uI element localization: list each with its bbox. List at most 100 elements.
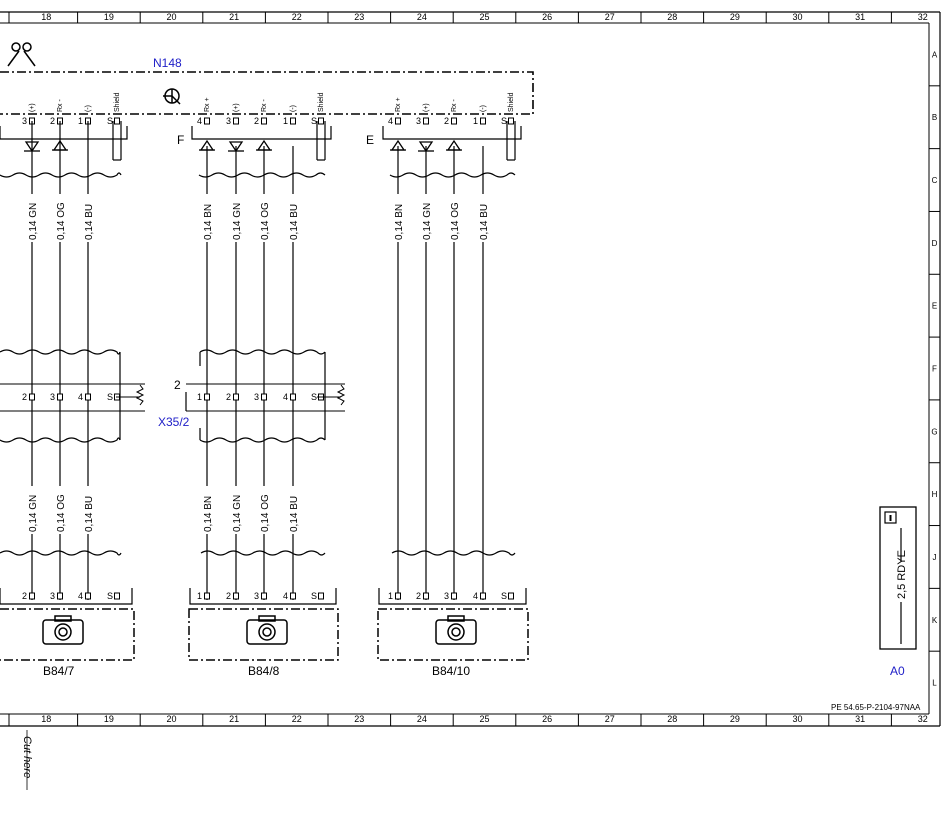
pin-terminal — [480, 592, 486, 600]
pin-terminal — [114, 117, 120, 125]
column-number: 29 — [730, 714, 740, 724]
pin-number: 1 — [78, 116, 83, 126]
column-number: 25 — [479, 714, 489, 724]
signal-label: (-) — [290, 105, 297, 112]
row-letter: A — [932, 50, 938, 59]
signal-label: Rx - — [261, 99, 268, 113]
pin-terminal — [233, 592, 239, 600]
column-number: 26 — [542, 12, 552, 22]
signal-label: Rx + — [395, 97, 402, 112]
shield-sleeve-line — [199, 349, 326, 355]
pin-terminal — [204, 117, 210, 125]
column-number: 31 — [855, 714, 865, 724]
pin-number: S — [107, 116, 113, 126]
wire-label: 0,14 BU — [84, 204, 95, 240]
row-letter: J — [933, 553, 937, 562]
pin-terminal — [423, 592, 429, 600]
shield-sleeve-line — [389, 172, 516, 178]
pin-terminal — [290, 592, 296, 600]
pin-terminal — [85, 592, 91, 600]
wire-label: 0,14 BU — [479, 204, 490, 240]
pin-terminal — [395, 117, 401, 125]
wire-label: 0,14 BU — [289, 496, 300, 532]
pin-number: 2 — [50, 116, 55, 126]
sensor-name-b84-8: B84/8 — [248, 664, 280, 678]
pin-terminal — [57, 592, 63, 600]
shield-sleeve-line — [199, 437, 326, 443]
column-number: 24 — [417, 714, 427, 724]
pin-terminal — [57, 393, 63, 401]
pin-number: 4 — [283, 591, 288, 601]
pin-number: 4 — [78, 392, 83, 402]
pin-terminal — [480, 117, 486, 125]
column-number: 28 — [667, 714, 677, 724]
pin-number: 2 — [444, 116, 449, 126]
pin-number: 1 — [197, 392, 202, 402]
pin-terminal — [423, 117, 429, 125]
pin-terminal — [204, 592, 210, 600]
row-letter: G — [931, 427, 937, 436]
column-number: 22 — [292, 714, 302, 724]
pin-number: 2 — [416, 591, 421, 601]
shield-sleeve-line — [198, 172, 326, 178]
pin-terminal — [451, 117, 457, 125]
column-number: 27 — [605, 12, 615, 22]
column-number: 21 — [229, 714, 239, 724]
column-number: 30 — [792, 714, 802, 724]
x35-number: 2 — [174, 378, 181, 392]
pin-number: 4 — [283, 392, 288, 402]
column-number: 26 — [542, 714, 552, 724]
camera-icon — [42, 615, 84, 645]
wire-label: 0,14 BN — [203, 204, 214, 240]
pin-number: 1 — [388, 591, 393, 601]
signal-label: (+) — [423, 103, 430, 112]
signal-label: (-) — [85, 105, 92, 112]
shield-sleeve-line — [0, 172, 122, 178]
wire-label: 0,14 GN — [422, 203, 433, 240]
signal-label: (+) — [233, 103, 240, 112]
row-letter: H — [932, 490, 938, 499]
pin-number: S — [501, 591, 507, 601]
signal-label: Rx - — [451, 99, 458, 113]
pin-number: 4 — [473, 591, 478, 601]
row-letter: K — [932, 616, 938, 625]
column-number: 23 — [354, 714, 364, 724]
shield-sleeve-line — [391, 550, 516, 556]
pin-number: 1 — [197, 591, 202, 601]
sensor-box-b84-10 — [377, 608, 529, 661]
sensor-box-b84-8 — [188, 608, 339, 661]
row-letter: B — [932, 113, 937, 122]
pin-terminal — [204, 393, 210, 401]
pin-terminal — [261, 117, 267, 125]
signal-direction-arrow — [418, 141, 434, 153]
row-letter: F — [932, 365, 937, 374]
column-number: 29 — [730, 12, 740, 22]
connector-letter: F — [177, 133, 184, 147]
shield-sleeve-line — [0, 550, 122, 556]
column-number: 18 — [41, 12, 51, 22]
pin-number: 3 — [22, 116, 27, 126]
pin-number: S — [107, 392, 113, 402]
signal-label: (+) — [29, 103, 36, 112]
pin-terminal — [261, 393, 267, 401]
x35-name: X35/2 — [158, 415, 190, 429]
pin-number: 3 — [444, 591, 449, 601]
shield-sleeve-line — [0, 437, 121, 443]
pin-number: 3 — [50, 591, 55, 601]
connector-letter: E — [366, 133, 374, 147]
pin-number: 3 — [50, 392, 55, 402]
column-number: 22 — [292, 12, 302, 22]
row-letter: C — [932, 176, 938, 185]
row-letter: E — [932, 302, 937, 311]
pin-terminal — [508, 592, 514, 600]
